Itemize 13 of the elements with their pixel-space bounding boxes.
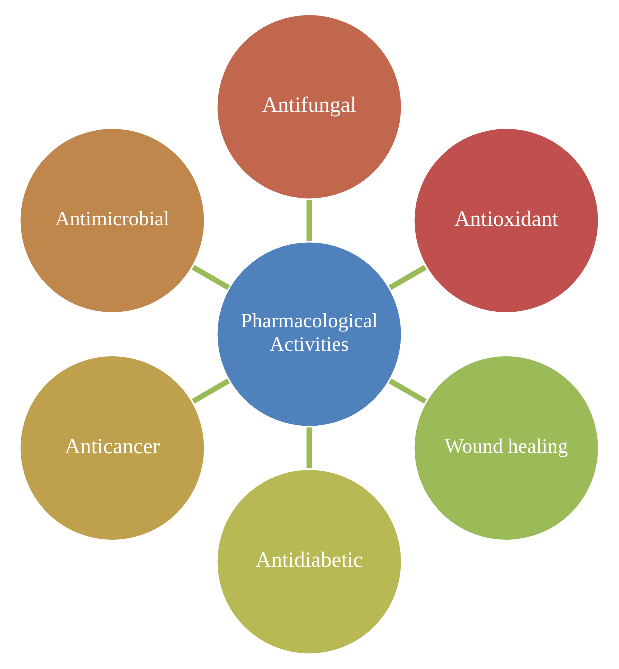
connector	[388, 265, 427, 290]
node-circle: Antidiabetic	[215, 468, 404, 656]
node-circle: Pharmacological Activities	[215, 240, 404, 429]
connector	[192, 265, 230, 290]
node-circle: Antioxidant	[412, 126, 601, 316]
connector	[192, 378, 230, 404]
connector	[388, 378, 427, 404]
connector	[306, 200, 312, 242]
node-circle: Antifungal	[215, 12, 404, 202]
node-circle: Wound healing	[412, 354, 601, 543]
node-circle: Anticancer	[18, 354, 207, 543]
node-circle: Antimicrobial	[18, 126, 207, 316]
connector	[306, 428, 312, 469]
